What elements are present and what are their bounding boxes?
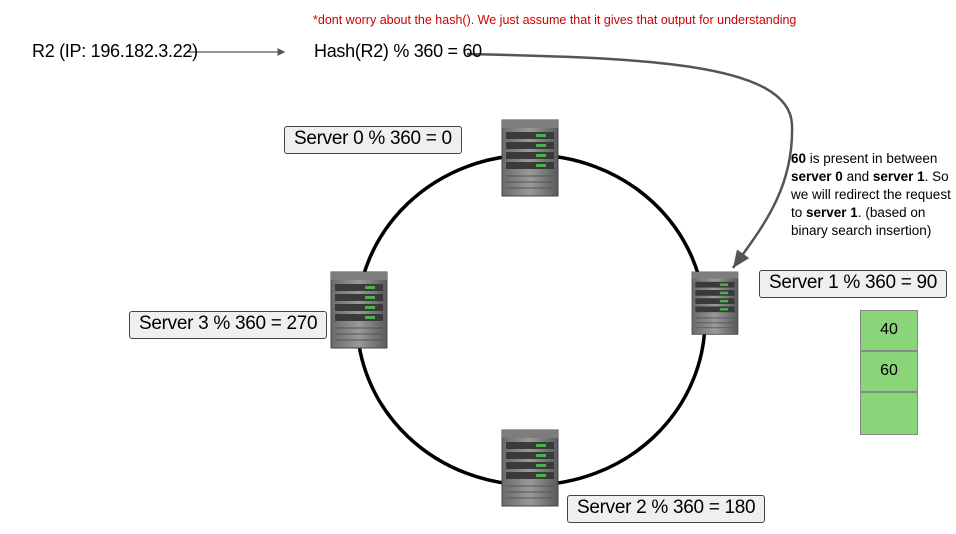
server-0-icon [501, 119, 559, 197]
server-1-label: Server 1 % 360 = 90 [759, 270, 948, 298]
explanation-part: and [842, 169, 873, 184]
bucket-cell: 60 [860, 351, 918, 392]
server-1-icon [691, 271, 739, 335]
server-3-label: Server 3 % 360 = 270 [129, 311, 328, 339]
explanation-server0: server 0 [791, 169, 843, 184]
explanation-text: 60 is present in between server 0 and se… [791, 150, 956, 240]
server-2-icon [501, 429, 559, 507]
bucket-cell [860, 392, 918, 435]
server-2-label: Server 2 % 360 = 180 [567, 495, 766, 523]
explanation-part: . (based on binary search insertion) [791, 205, 932, 238]
explanation-server1-target: server 1 [806, 205, 858, 220]
explanation-part: . So we will redirect the request to [791, 169, 951, 220]
explanation-part: is present in between [806, 151, 938, 166]
bucket-cell: 40 [860, 310, 918, 351]
redirect-arrow [466, 52, 794, 269]
explanation-value: 60 [791, 151, 807, 166]
hash-note: *dont worry about the hash(). We just as… [313, 13, 797, 27]
hash-expression: Hash(R2) % 360 = 60 [314, 41, 482, 61]
request-label: R2 (IP: 196.182.3.22) [32, 41, 198, 61]
server-3-icon [330, 271, 388, 349]
server-0-label: Server 0 % 360 = 0 [284, 126, 462, 154]
explanation-server1: server 1 [872, 169, 925, 184]
